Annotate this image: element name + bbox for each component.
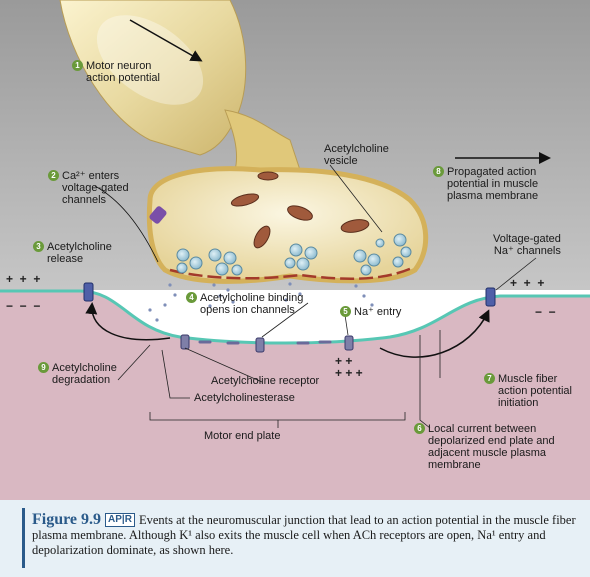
- leader-lines: [117, 164, 537, 429]
- ach-receptors: [180, 334, 354, 353]
- motor-neuron-axon: [59, 0, 247, 156]
- label-ach-vesicle: Acetylcholine vesicle: [324, 143, 389, 167]
- ach-vesicles: [176, 233, 412, 276]
- caption-body: Events at the neuromuscular junction tha…: [32, 513, 576, 557]
- label-ache: Acetylcholinesterase: [194, 392, 295, 404]
- label-ach-receptor: Acetylcholine receptor: [211, 375, 320, 387]
- label-vg-na-channels: Voltage-gated Na⁺ channels: [493, 233, 561, 257]
- voltage-gated-na-channels: [83, 282, 496, 307]
- junctional-membrane-dashes: [198, 340, 332, 345]
- axon-terminal-stalk: [224, 109, 301, 171]
- mitochondria: [230, 171, 370, 249]
- caption-accent-bar: [22, 508, 25, 568]
- ach-molecules: [148, 282, 374, 322]
- caption-panel: [0, 500, 590, 577]
- muscle-fiber: [0, 292, 590, 500]
- local-current-arrows: [85, 185, 490, 358]
- figure-number: Figure 9.9: [32, 511, 102, 528]
- active-zone: [169, 266, 413, 280]
- apr-badge: AP|R: [105, 513, 135, 527]
- label-end-plate: Motor end plate: [204, 430, 281, 442]
- axon-direction-arrow: [129, 19, 203, 62]
- muscle-plasma-membrane: [0, 289, 590, 345]
- calcium-channel: [149, 206, 167, 224]
- end-plate-bracket: [149, 412, 406, 421]
